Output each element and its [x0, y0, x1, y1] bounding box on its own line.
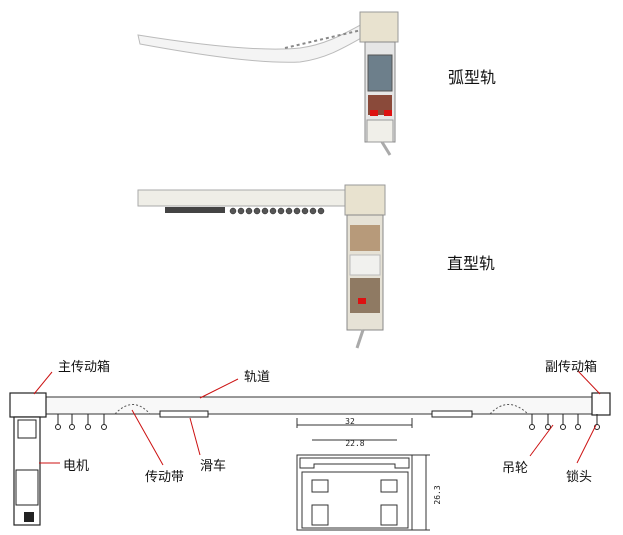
caption-curved: 弧型轨 — [448, 68, 497, 87]
label-sub-box: 副传动箱 — [545, 360, 598, 375]
caption-straight: 直型轨 — [447, 254, 496, 273]
label-lock: 锁头 — [566, 470, 593, 485]
dim-outer-width: 32 — [345, 417, 355, 426]
dim-inner-width: 22.8 — [345, 439, 364, 448]
label-belt: 传动带 — [145, 470, 185, 485]
dim-height: 26.3 — [433, 485, 442, 504]
label-hanger-wheel: 吊轮 — [502, 461, 529, 476]
label-trolley: 滑车 — [200, 459, 227, 474]
label-main-box: 主传动箱 — [58, 360, 111, 375]
label-motor: 电机 — [63, 459, 90, 474]
label-track: 轨道 — [244, 370, 271, 385]
